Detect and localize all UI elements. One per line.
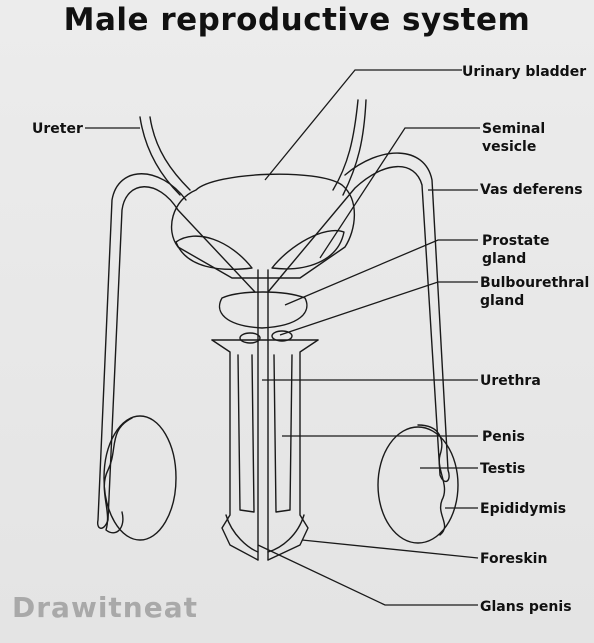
label-bulbourethral-gland-line2: gland [480, 293, 524, 309]
glans-outline [225, 514, 305, 553]
urinary-bladder-outline [170, 173, 355, 279]
label-epididymis: Epididymis [480, 501, 566, 517]
leader-lines [85, 69, 480, 606]
vas-deferens-left [96, 173, 256, 529]
label-testis: Testis [480, 461, 525, 477]
label-seminal-vesicle-line1: Seminal [482, 121, 545, 137]
ureter-right [332, 99, 359, 191]
bulbourethral-gland-left [239, 332, 261, 344]
seminal-vesicle-left [175, 235, 253, 271]
prostate-gland [218, 291, 308, 329]
label-prostate-gland-line1: Prostate [482, 233, 549, 249]
ureter-right-inner [342, 99, 367, 196]
label-vas-deferens: Vas deferens [480, 182, 583, 198]
epididymis-right [417, 424, 446, 536]
epididymis-left [103, 417, 133, 534]
penis-shaft [211, 339, 319, 561]
label-urinary-bladder: Urinary bladder [462, 64, 586, 80]
label-prostate-gland-line2: gland [482, 251, 526, 267]
label-urethra: Urethra [480, 373, 541, 389]
label-foreskin: Foreskin [480, 551, 547, 567]
label-penis: Penis [482, 429, 525, 445]
ureter-left-inner [149, 116, 191, 191]
testis-left [103, 415, 177, 541]
watermark-text: Drawitneat [12, 591, 198, 624]
seminal-vesicle-right [271, 229, 345, 270]
label-ureter: Ureter [32, 121, 83, 137]
corpus-right [273, 354, 293, 513]
vas-deferens-right [267, 152, 450, 483]
label-bulbourethral-gland-line1: Bulbourethral [480, 275, 589, 291]
corpus-left [237, 354, 255, 513]
bulbourethral-gland-right [271, 330, 293, 342]
ureter-left [139, 116, 181, 196]
label-glans-penis: Glans penis [480, 599, 572, 615]
diagram-title: Male reproductive system [63, 2, 531, 38]
label-seminal-vesicle-line2: vesicle [482, 139, 536, 155]
testis-right [377, 426, 459, 544]
